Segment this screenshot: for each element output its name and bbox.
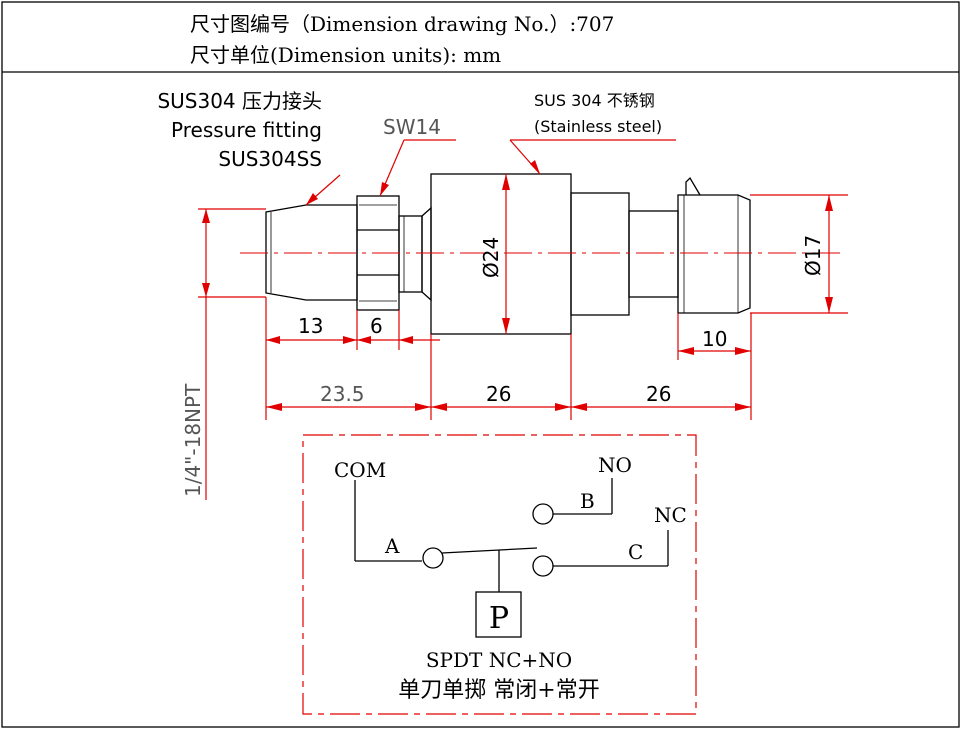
connector-head [677,194,751,314]
contact-c [532,555,554,577]
hex-size-label: SW14 [383,115,441,139]
actuator-label-p: P [489,601,509,636]
contact-a [422,547,444,569]
pressure-actuator-box [475,591,522,638]
dim-10: 10 [702,327,727,351]
contact-label-b: B [580,489,595,513]
terminal-com: COM [334,458,386,482]
connector-latch [685,176,701,196]
circuit-box [302,434,697,715]
switch-type-en: SPDT NC+NO [426,648,572,672]
contact-label-c: C [628,540,643,564]
header-drawing-no: 尺寸图编号（Dimension drawing No.）:707 [190,12,614,36]
contact-b [532,503,554,525]
header-units: 尺寸单位(Dimension units): mm [190,43,501,67]
dimension-lines [198,139,848,500]
fitting-label-en: Pressure fitting [171,118,322,142]
fitting-label-cn: SUS304 压力接头 [157,89,322,113]
dim-26-body: 26 [486,382,511,406]
dim-dia-24: Ø24 [479,237,503,278]
second-body [570,192,630,316]
terminal-nc: NC [654,503,687,527]
neck [398,215,423,293]
body-label-en: (Stainless steel) [534,117,662,136]
connector-neck [628,210,679,298]
dim-23-5: 23.5 [320,382,365,406]
sensor-outline [265,173,751,335]
dim-dia-17: Ø17 [801,235,825,276]
dim-6: 6 [370,314,383,338]
thread-spec-label: 1/4"-18NPT [181,383,205,497]
terminal-no: NO [598,453,632,477]
dim-26-connector: 26 [646,382,671,406]
spdt-circuit [354,478,669,638]
body-label-cn: SUS 304 不锈钢 [534,91,655,110]
switch-arm [441,547,538,554]
switch-type-cn: 单刀单掷 常闭+常开 [398,678,599,703]
fitting-label-ss: SUS304SS [218,147,322,171]
contact-label-a: A [384,534,400,558]
dim-13: 13 [298,314,323,338]
